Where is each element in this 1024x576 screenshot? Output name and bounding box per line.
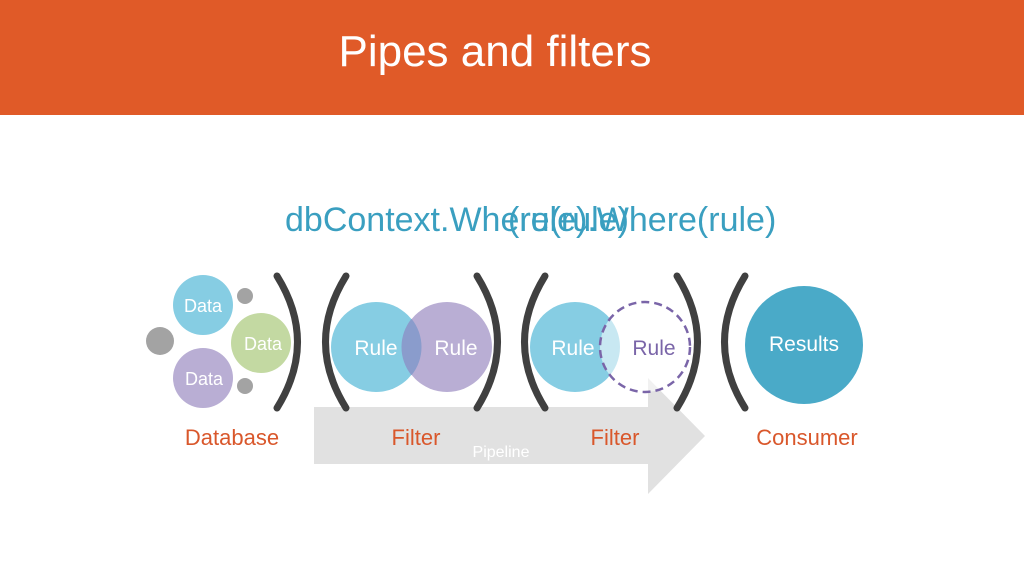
data-label: Data	[244, 334, 283, 354]
rule-label: Rule	[632, 337, 675, 360]
data-circle-middle	[231, 313, 291, 373]
pipe-bracket-close	[473, 272, 501, 412]
rule-label: Rule	[551, 337, 594, 360]
pipe-bracket-open	[521, 272, 549, 412]
results-circle	[745, 286, 863, 404]
title-banner: Pipes and filters	[0, 0, 1024, 115]
pipe-bracket-close	[673, 272, 701, 412]
data-label: Data	[184, 296, 223, 316]
data-label: Data	[185, 369, 224, 389]
grey-dot	[146, 327, 174, 355]
rule-circle	[331, 302, 421, 392]
consumer-label: Consumer	[756, 425, 857, 450]
data-circle-bottom	[173, 348, 233, 408]
rule-overlap	[401, 318, 422, 376]
pipe-bracket-close	[273, 272, 301, 412]
rule-circle-dashed	[598, 300, 692, 394]
rule-circle	[530, 302, 620, 392]
rule-label: Rule	[354, 337, 397, 360]
database-label: Database	[185, 425, 279, 450]
grey-dot	[237, 288, 253, 304]
code-expression-first: dbContext.Where(rule)	[285, 201, 629, 239]
pipe-bracket-open	[322, 272, 350, 412]
pipe-bracket-open	[721, 272, 749, 412]
results-label: Results	[769, 333, 839, 356]
rule-label: Rule	[434, 337, 477, 360]
filter-label: Filter	[392, 425, 441, 450]
pipeline-label: Pipeline	[473, 444, 530, 461]
rule-circle	[402, 302, 492, 392]
page-title: Pipes and filters	[338, 27, 652, 76]
code-expression-second: (rule).Where(rule)	[508, 201, 777, 239]
data-circle-top	[173, 275, 233, 335]
pipeline-arrow	[314, 378, 705, 494]
grey-dot	[237, 378, 253, 394]
filter-label: Filter	[591, 425, 640, 450]
